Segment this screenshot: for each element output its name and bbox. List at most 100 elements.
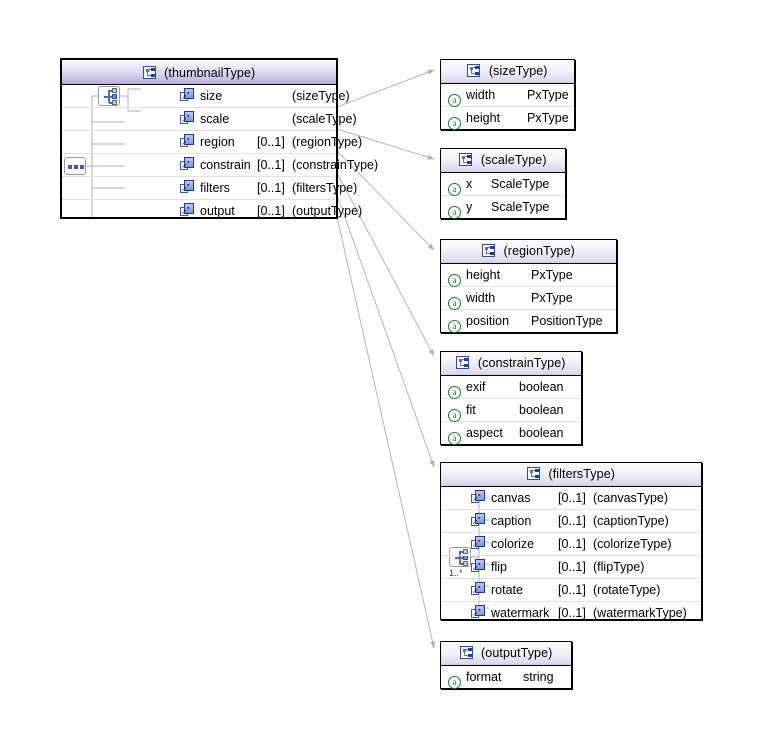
row-cardinality: [0..1]: [257, 181, 285, 195]
box-body: a width PxType a height PxType: [441, 84, 574, 130]
row-type: (regionType): [292, 135, 363, 149]
table-row[interactable]: a x ScaleType: [441, 173, 565, 196]
connector-output: [336, 216, 436, 649]
box-title: (outputType): [481, 646, 553, 661]
type-box-sizeType[interactable]: (sizeType) a width PxType a height PxTyp…: [440, 59, 575, 130]
row-name: caption: [491, 514, 532, 528]
table-row[interactable]: a width PxType: [441, 84, 574, 107]
table-row[interactable]: a format string: [441, 666, 571, 689]
table-row[interactable]: a fit boolean: [441, 399, 581, 422]
box-body: 1..* ▪↗ canvas [0..1] (canvasType) ▪↗ ca…: [441, 487, 701, 620]
box-title: (regionType): [503, 244, 575, 259]
box-header: (regionType): [441, 240, 616, 264]
table-row[interactable]: ▪↗ filters [0..1] (filtersType): [62, 177, 357, 202]
box-body: a x ScaleType a y ScaleType: [441, 173, 565, 219]
table-row[interactable]: ▪↗ colorize [0..1] (colorizeType): [441, 533, 701, 556]
table-row[interactable]: a position PositionType: [441, 310, 616, 333]
row-name: position: [466, 314, 510, 328]
row-type: PxType: [531, 268, 573, 282]
row-cardinality: [0..1]: [558, 583, 586, 597]
table-row[interactable]: ▪↗ flip [0..1] (flipType): [441, 556, 701, 579]
table-row[interactable]: a exif boolean: [441, 376, 581, 399]
row-type: (colorizeType): [593, 537, 672, 551]
row-type: ScaleType: [491, 200, 550, 214]
complex-type-icon: [459, 153, 473, 167]
box-header: (sizeType): [441, 60, 574, 84]
attribute-icon: a: [448, 274, 461, 287]
table-row[interactable]: ▪↗ canvas [0..1] (canvasType): [441, 487, 701, 510]
table-row[interactable]: ▪↗ caption [0..1] (captionType): [441, 510, 701, 533]
row-name: x: [466, 177, 473, 191]
row-type: ScaleType: [491, 177, 550, 191]
row-type: (constrainType): [292, 158, 379, 172]
box-header: (thumbnailType): [62, 60, 336, 85]
element-icon: ▪↗: [180, 180, 195, 202]
attribute-icon: a: [448, 183, 461, 196]
element-icon: ▪↗: [180, 134, 195, 156]
connector-filters: [336, 194, 435, 468]
row-name: canvas: [491, 491, 531, 505]
row-name: watermark: [491, 606, 550, 620]
type-box-filtersType[interactable]: (filtersType) 1..* ▪↗: [440, 462, 702, 620]
table-row[interactable]: ▪↗ size (sizeType): [62, 85, 350, 108]
occurs-label: 1..*: [449, 568, 463, 578]
sequence-branch-compositor-icon[interactable]: [449, 547, 471, 567]
type-box-scaleType[interactable]: (scaleType) a x ScaleType a y ScaleType: [440, 148, 566, 219]
complex-type-icon: [482, 244, 496, 258]
row-name: scale: [200, 112, 230, 126]
row-type: boolean: [519, 426, 564, 440]
attribute-icon: a: [448, 676, 461, 689]
row-type: PositionType: [531, 314, 603, 328]
table-row[interactable]: ▪↗ watermark [0..1] (watermarkType): [441, 602, 701, 624]
row-name: filters: [200, 181, 230, 195]
sequence-compositor-icon[interactable]: [64, 157, 86, 175]
row-name: fit: [466, 403, 476, 417]
type-box-outputType[interactable]: (outputType) a format string: [440, 641, 572, 689]
complex-type-icon: [142, 65, 156, 79]
row-type: string: [523, 670, 554, 684]
sequence-branch-compositor-icon[interactable]: [98, 86, 120, 106]
element-icon: ▪↗: [180, 203, 195, 225]
box-title: (thumbnailType): [164, 65, 256, 80]
table-row[interactable]: ▪↗ output [0..1] (outputType): [62, 200, 362, 225]
attribute-icon: a: [448, 117, 461, 130]
type-box-regionType[interactable]: (regionType) a height PxType a width PxT…: [440, 239, 617, 333]
root-type-box-thumbnailType[interactable]: (thumbnailType): [60, 58, 378, 225]
complex-type-icon: [459, 646, 473, 660]
type-box-constrainType[interactable]: (constrainType) a exif boolean a fit boo…: [440, 351, 582, 445]
box-body: a exif boolean a fit boolean a aspect bo…: [441, 376, 581, 445]
box-body: a format string: [441, 666, 571, 689]
row-name: size: [200, 89, 223, 103]
row-type: (outputType): [292, 204, 363, 218]
table-row[interactable]: ▪↗ constrain [0..1] (constrainType): [62, 154, 378, 177]
attribute-icon: a: [448, 206, 461, 219]
row-type: (captionType): [593, 514, 669, 528]
row-name: height: [466, 268, 501, 282]
row-cardinality: [0..1]: [257, 135, 285, 149]
table-row[interactable]: a width PxType: [441, 287, 616, 310]
row-type: PxType: [531, 291, 573, 305]
row-type: (canvasType): [593, 491, 669, 505]
table-row[interactable]: a aspect boolean: [441, 422, 581, 445]
table-row[interactable]: a height PxType: [441, 107, 574, 130]
box-title: (constrainType): [477, 356, 566, 371]
box-header: (outputType): [441, 642, 571, 666]
attribute-icon: a: [448, 409, 461, 422]
row-type: (scaleType): [292, 112, 357, 126]
table-row[interactable]: a height PxType: [441, 264, 616, 287]
row-cardinality: [0..1]: [558, 491, 586, 505]
box-header: (constrainType): [441, 352, 581, 376]
row-name: constrain: [200, 158, 251, 172]
row-name: aspect: [466, 426, 503, 440]
table-row[interactable]: ▪↗ scale (scaleType): [62, 108, 357, 133]
element-icon: ▪↗: [180, 111, 195, 133]
table-row[interactable]: ▪↗ region [0..1] (regionType): [62, 131, 362, 156]
table-row[interactable]: a y ScaleType: [441, 196, 565, 219]
row-cardinality: [0..1]: [558, 560, 586, 574]
box-title: (scaleType): [480, 153, 547, 168]
table-row[interactable]: ▪↗ rotate [0..1] (rotateType): [441, 579, 701, 602]
element-icon: ▪↗: [471, 513, 486, 535]
box-title: (filtersType): [548, 467, 616, 482]
row-type: boolean: [519, 380, 564, 394]
row-name: exif: [466, 380, 486, 394]
